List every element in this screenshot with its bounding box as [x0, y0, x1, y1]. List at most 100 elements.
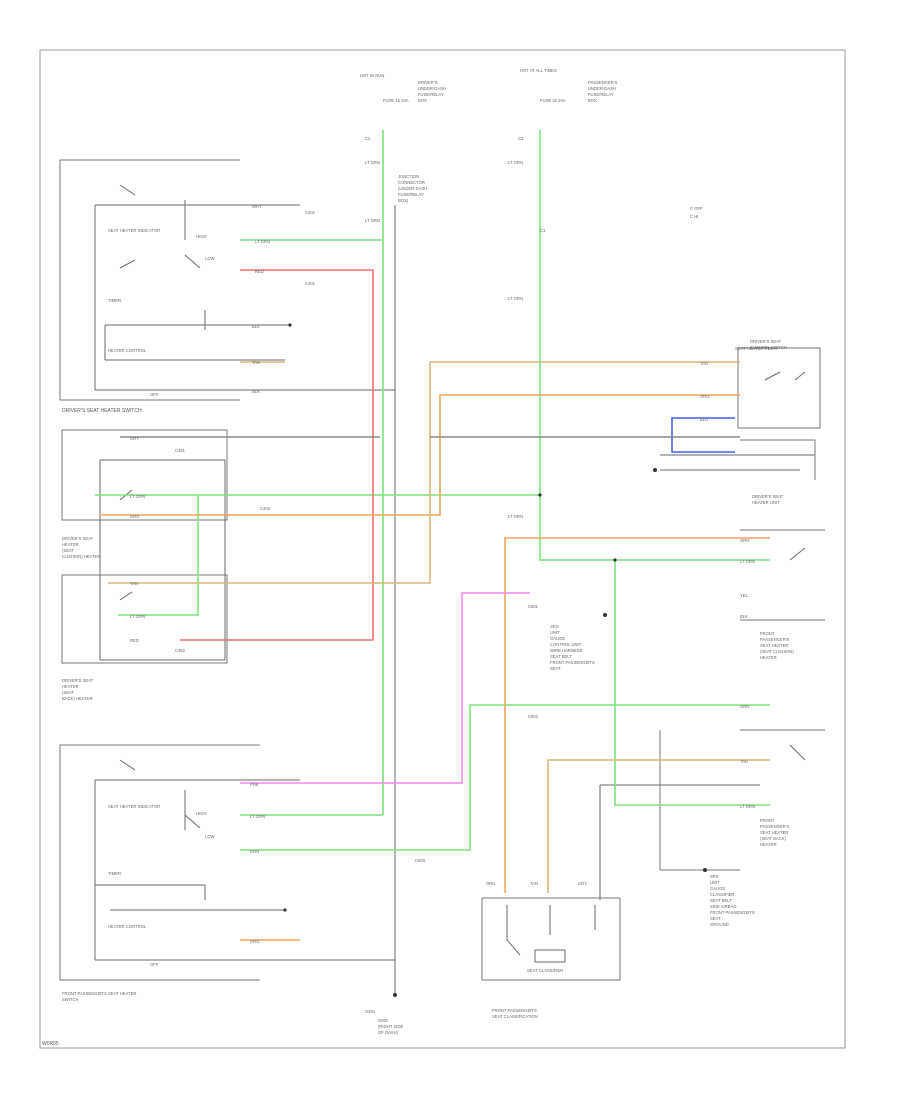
svg-text:HIGH: HIGH: [196, 234, 206, 239]
svg-text:LT GRN: LT GRN: [365, 160, 380, 165]
svg-text:LT GRN: LT GRN: [508, 296, 523, 301]
right-switches: [764, 371, 806, 761]
svg-text:GAUGE: GAUGE: [550, 636, 565, 641]
svg-text:SRS: SRS: [550, 624, 559, 629]
svg-text:BOX: BOX: [588, 98, 597, 103]
svg-text:C OFF: C OFF: [690, 206, 703, 211]
svg-text:SEAT HEATER: SEAT HEATER: [760, 830, 788, 835]
svg-text:SWITCH: SWITCH: [62, 997, 79, 1002]
driver-seat-heater-switch-box: [59, 159, 240, 401]
svg-text:C401: C401: [305, 281, 316, 286]
svg-text:CONNECTOR: CONNECTOR: [398, 180, 425, 185]
svg-text:(SEAT: (SEAT: [62, 548, 74, 553]
driver-cushion-switch-label: DRIVER'S SEAT CUSHION SWITCH: [750, 339, 787, 350]
svg-text:BLU: BLU: [700, 417, 708, 422]
diag-list-1: SRS UNIT GAUGE CONTROL UNIT WIRE HARNESS…: [550, 624, 595, 671]
connector-tags: C401 C402 C403 C451 C452 C501 C502 C503 …: [175, 136, 546, 863]
svg-text:G501: G501: [378, 1018, 389, 1023]
driver-seat-heater-2-label: DRIVER'S SEAT HEATER (SEAT BACK) HEATER: [62, 678, 94, 701]
svg-text:PASSENGER'S: PASSENGER'S: [760, 824, 790, 829]
wire-blue: [671, 417, 735, 453]
svg-text:FRONT PASSENGER'S: FRONT PASSENGER'S: [492, 1008, 537, 1013]
svg-text:SEAT BELT: SEAT BELT: [550, 654, 572, 659]
svg-text:LT GRN: LT GRN: [508, 514, 523, 519]
wire-green-2: [539, 130, 770, 806]
svg-text:ORG: ORG: [700, 394, 710, 399]
svg-text:BLK: BLK: [252, 389, 260, 394]
footer-code: W0R05: [42, 1041, 59, 1047]
fuse-right: HOT AT ALL TIMES FUSE 22 20A PASSENGER'S…: [520, 68, 618, 103]
svg-text:FRONT: FRONT: [760, 631, 775, 636]
svg-text:FUSE/RELAY: FUSE/RELAY: [588, 92, 614, 97]
svg-text:DRIVER'S SEAT: DRIVER'S SEAT: [750, 339, 782, 344]
seat-classifier-label: SEAT CLASSIFIER: [527, 968, 563, 973]
colored-wires: [95, 130, 770, 941]
driver-heater-unit-label: DRIVER'S SEAT HEATER UNIT: [752, 494, 784, 505]
svg-text:SEAT BELT: SEAT BELT: [710, 898, 732, 903]
svg-text:LOW: LOW: [205, 834, 215, 839]
svg-text:LT GRN: LT GRN: [250, 814, 265, 819]
svg-text:HOT IN RUN: HOT IN RUN: [360, 73, 384, 78]
svg-text:CONTROL UNIT: CONTROL UNIT: [550, 642, 582, 647]
svg-text:OFF: OFF: [150, 962, 159, 967]
svg-text:HOT AT ALL TIMES: HOT AT ALL TIMES: [520, 68, 557, 73]
svg-text:SRS: SRS: [710, 874, 719, 879]
svg-text:(UNDER-DASH: (UNDER-DASH: [398, 186, 427, 191]
svg-text:SIDE AIRBAG: SIDE AIRBAG: [710, 904, 737, 909]
svg-text:FUSE 22 20A: FUSE 22 20A: [540, 98, 566, 103]
driver-seat-heater-2-box: [61, 574, 228, 664]
svg-text:HEATER: HEATER: [62, 542, 79, 547]
driver-seat-heater-switch-label: DRIVER'S SEAT HEATER SWITCH: [62, 408, 142, 414]
svg-text:BOX: BOX: [418, 98, 427, 103]
svg-text:FRONT PASSENGER'S SEAT HEATER: FRONT PASSENGER'S SEAT HEATER: [62, 991, 136, 996]
driver-seat-heater-1-box: [61, 429, 228, 521]
wire-orange: [100, 394, 770, 941]
svg-text:ORG: ORG: [130, 514, 140, 519]
svg-text:FUSE 15 10A: FUSE 15 10A: [383, 98, 409, 103]
front-passenger-heater-2-label: FRONT PASSENGER'S SEAT HEATER (SEAT BACK…: [760, 818, 790, 847]
svg-text:RED: RED: [130, 638, 139, 643]
svg-text:FUSE/RELAY: FUSE/RELAY: [418, 92, 444, 97]
svg-text:OF DASH): OF DASH): [378, 1030, 399, 1035]
svg-text:HEATER: HEATER: [62, 684, 79, 689]
svg-text:DRIVER'S SEAT: DRIVER'S SEAT: [752, 494, 784, 499]
svg-text:(SEAT BACK): (SEAT BACK): [760, 836, 787, 841]
svg-text:CUSHION SWITCH: CUSHION SWITCH: [750, 345, 787, 350]
svg-text:UNIT: UNIT: [550, 630, 560, 635]
svg-text:TAN: TAN: [252, 360, 260, 365]
svg-text:TAN: TAN: [530, 881, 538, 886]
svg-text:UNDER-DASH: UNDER-DASH: [418, 86, 446, 91]
svg-text:BLK: BLK: [740, 614, 748, 619]
svg-text:FRONT: FRONT: [760, 818, 775, 823]
svg-text:PASSENGER'S: PASSENGER'S: [588, 80, 618, 85]
legend: C OFF C HI: [690, 206, 703, 219]
svg-text:HEATER: HEATER: [760, 842, 777, 847]
svg-text:GRN: GRN: [250, 849, 259, 854]
svg-text:BOX): BOX): [398, 198, 409, 203]
svg-text:PASSENGER'S: PASSENGER'S: [760, 637, 790, 642]
svg-text:SEAT CLASSIFICATION: SEAT CLASSIFICATION: [492, 1014, 538, 1019]
front-passenger-switch-label: FRONT PASSENGER'S SEAT HEATER SWITCH: [62, 991, 136, 1002]
wire-tan: [108, 361, 770, 893]
seat-heater-relay-label: SEAT HEATER RELAY: [735, 346, 778, 351]
svg-text:DRIVER'S: DRIVER'S: [418, 80, 438, 85]
svg-text:HEATER CONTROL: HEATER CONTROL: [108, 924, 147, 929]
svg-text:GROUND: GROUND: [710, 922, 729, 927]
svg-text:GAUGE: GAUGE: [710, 886, 725, 891]
svg-text:SEAT: SEAT: [550, 666, 561, 671]
ground-callout: G501 (RIGHT SIDE OF DASH): [378, 1018, 403, 1035]
svg-text:C402: C402: [305, 210, 316, 215]
svg-text:SEAT HEATER INDICATOR: SEAT HEATER INDICATOR: [108, 228, 160, 233]
driver-switch-text: SEAT HEATER INDICATOR LOW HIGH TIMER HEA…: [108, 228, 215, 397]
svg-text:ORG: ORG: [250, 939, 260, 944]
svg-text:(SEAT CUSHION): (SEAT CUSHION): [760, 649, 794, 654]
seat-classifier-relay: [506, 905, 596, 963]
junction-label: JUNCTION CONNECTOR (UNDER-DASH FUSE/RELA…: [398, 174, 427, 203]
wire-ltgreen: [240, 704, 770, 851]
svg-text:YEL: YEL: [740, 593, 749, 598]
svg-text:C452: C452: [175, 648, 186, 653]
svg-text:TAN: TAN: [130, 581, 138, 586]
fuse-left: HOT IN RUN FUSE 15 10A DRIVER'S UNDER-DA…: [360, 73, 446, 103]
svg-text:C503: C503: [415, 858, 426, 863]
svg-text:ORG: ORG: [740, 538, 750, 543]
